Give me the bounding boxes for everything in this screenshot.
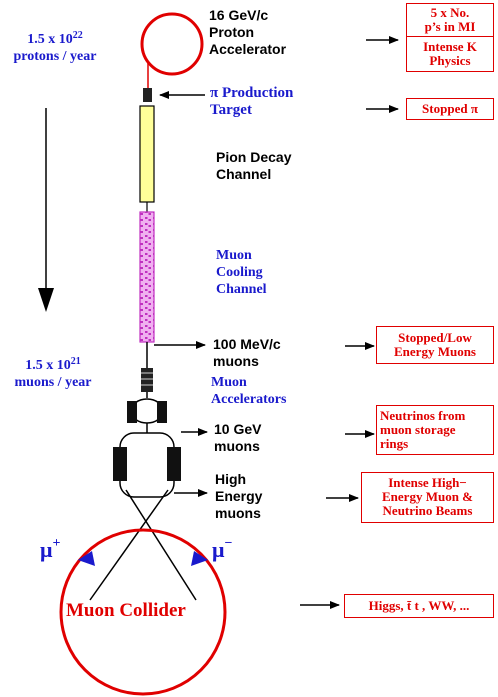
- muon-cooling-line-3: Channel: [216, 282, 267, 297]
- high-energy-muons-label: High Energy muons: [215, 471, 262, 522]
- muons-rate-label: 1.5 x 1021 muons / year: [4, 353, 102, 391]
- protons-rate-unit: protons / year: [13, 49, 97, 64]
- stopped-low-muons-line-1: Stopped/Low: [398, 330, 472, 345]
- muon-cooling-channel: [139, 211, 155, 343]
- muons-100mev-label: 100 MeV/c muons: [213, 336, 281, 370]
- muons-10gev-line-1: 10 GeV: [214, 421, 262, 437]
- proton-accelerator-line-1: 16 GeV/c: [209, 7, 269, 23]
- muon-accelerators-label: Muon Accelerators: [211, 374, 286, 408]
- pion-decay-channel: [139, 105, 155, 203]
- neutrinos-storage-line-1: Neutrinos from: [380, 408, 466, 423]
- pot-mi-line-2: p’s in MI: [424, 19, 476, 34]
- muons-rate-unit: muons / year: [14, 375, 92, 390]
- high-energy-muons-line-3: muons: [215, 505, 261, 521]
- neutrinos-storage-line-2: muon storage: [380, 422, 456, 437]
- muon-cooling-line-2: Cooling: [216, 265, 263, 280]
- mu-plus-injection-marker: [78, 551, 95, 566]
- muon-collider-label: Muon Collider: [66, 601, 186, 621]
- muons-rate-exp: 21: [70, 356, 81, 367]
- proton-accelerator-line-2: Proton: [209, 24, 255, 40]
- muons-100mev-line-2: muons: [213, 353, 259, 369]
- stopped-low-muons-line-2: Energy Muons: [394, 344, 476, 359]
- muon-cooling-label: Muon Cooling Channel: [216, 247, 267, 298]
- intense-beams-line-3: Neutrino Beams: [382, 503, 473, 518]
- intense-k-line-1: Intense K: [423, 39, 477, 54]
- pion-decay-line-2: Channel: [216, 166, 272, 182]
- production-target-line-1: π Production: [210, 85, 294, 101]
- muon-collider-ring: [59, 528, 227, 696]
- muon-cooling-line-1: Muon: [216, 248, 252, 263]
- production-target-label: π Production Target: [210, 85, 293, 119]
- production-target-line-2: Target: [210, 102, 252, 118]
- muon-collider-text: Muon Collider: [66, 600, 186, 621]
- neutrinos-storage-line-3: rings: [380, 436, 409, 451]
- intense-k-line-2: Physics: [429, 53, 471, 68]
- intense-k-box: Intense K Physics: [406, 36, 494, 72]
- stopped-pi-box: Stopped π: [406, 98, 494, 120]
- protons-rate-exp: 22: [72, 30, 83, 41]
- intense-beams-box: Intense High− Energy Muon & Neutrino Bea…: [361, 472, 494, 523]
- intense-beams-line-2: Energy Muon &: [382, 489, 473, 504]
- pot-mi-line-1: 5 x No.: [430, 5, 470, 20]
- recirculating-linac-2: [113, 432, 181, 498]
- muon-accelerators-line-1: Muon: [211, 375, 247, 390]
- muon-accelerator-coil: [141, 368, 153, 392]
- higgs-box: Higgs, t̄ t , WW, ...: [344, 594, 494, 618]
- mu-plus-label: μ+: [40, 532, 60, 562]
- intense-beams-line-1: Intense High−: [388, 475, 467, 490]
- mu-minus-symbol: μ: [212, 537, 225, 562]
- mu-minus-sign: −: [224, 536, 233, 551]
- proton-accelerator-line-3: Accelerator: [209, 41, 287, 57]
- protons-rate-base: 1.5 x 10: [27, 32, 73, 47]
- higgs-line-1: Higgs, t̄ t , WW, ...: [368, 598, 470, 613]
- high-energy-muons-line-1: High: [215, 471, 247, 487]
- proton-accelerator-label: 16 GeV/c Proton Accelerator: [209, 7, 286, 58]
- muons-10gev-label: 10 GeV muons: [214, 421, 261, 455]
- muons-rate-base: 1.5 x 10: [25, 358, 71, 373]
- mu-plus-sign: +: [52, 536, 61, 551]
- recirculating-linac-1: [127, 398, 167, 424]
- muon-accelerators-line-2: Accelerators: [211, 392, 287, 407]
- proton-accelerator-ring: [140, 12, 204, 76]
- high-energy-muons-line-2: Energy: [215, 488, 263, 504]
- pion-decay-line-1: Pion Decay: [216, 149, 292, 165]
- mu-plus-symbol: μ: [40, 537, 53, 562]
- mu-minus-label: μ−: [212, 532, 232, 562]
- stopped-low-muons-box: Stopped/Low Energy Muons: [376, 326, 494, 364]
- protons-rate-label: 1.5 x 1022 protons / year: [6, 27, 104, 65]
- stopped-pi-line-1: Stopped π: [422, 101, 478, 116]
- muons-10gev-line-2: muons: [214, 438, 260, 454]
- pion-decay-label: Pion Decay Channel: [216, 149, 291, 183]
- muons-100mev-line-1: 100 MeV/c: [213, 336, 281, 352]
- neutrinos-storage-box: Neutrinos from muon storage rings: [376, 405, 494, 455]
- pot-mi-box: 5 x No. p’s in MI: [406, 3, 494, 37]
- mu-minus-injection-marker: [191, 551, 208, 566]
- production-target: [143, 88, 152, 102]
